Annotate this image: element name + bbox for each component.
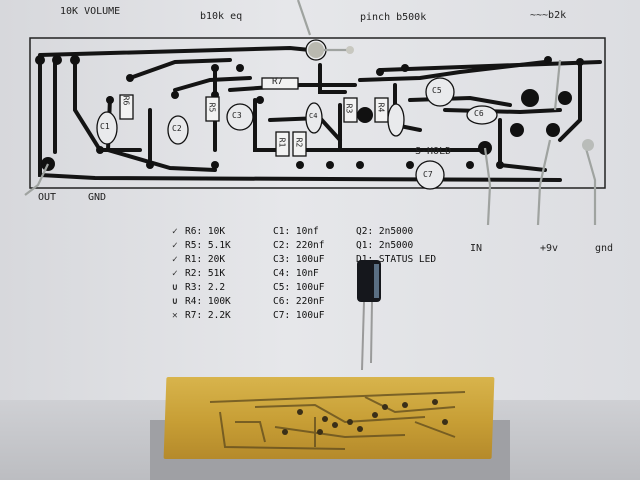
list-item: C6: 220nF xyxy=(273,296,325,307)
c3-designator: C3 xyxy=(232,111,242,120)
hookup-wires xyxy=(24,0,597,226)
list-item: C4: 10nF xyxy=(273,268,319,279)
list-item: Q1: 2n5000 xyxy=(356,240,414,251)
list-item: C7: 100uF xyxy=(273,310,325,321)
potentiometer-pads xyxy=(478,89,572,155)
list-item: ✓R5: 5.1K xyxy=(172,240,231,251)
pot-knob xyxy=(308,42,324,58)
plus9v-label: +9v xyxy=(540,243,559,254)
out-label: OUT xyxy=(38,192,57,203)
list-item: C3: 100uF xyxy=(273,254,325,265)
c2-designator: C2 xyxy=(172,124,182,133)
r3-designator: R3 xyxy=(344,103,354,114)
pinch-label: pinch b500k xyxy=(360,12,427,23)
capacitor-list: C1: 10nf C2: 220nf C3: 100uF C4: 10nF C5… xyxy=(273,225,324,323)
s-hold-label: S-HOLD xyxy=(415,146,452,157)
volume-label: 10K VOLUME xyxy=(60,6,121,17)
electrolytic-capacitor xyxy=(357,260,381,371)
board-outline xyxy=(29,37,606,189)
list-item: ∪R3: 2.2 xyxy=(172,282,226,293)
r2-designator: R2 xyxy=(294,137,304,148)
c1-designator: C1 xyxy=(100,122,110,131)
r5-designator: R5 xyxy=(207,102,217,113)
in-label: IN xyxy=(470,243,483,254)
c6-designator: C6 xyxy=(474,109,484,118)
r7-designator: R7 xyxy=(272,77,283,87)
list-item: D1: STATUS LED xyxy=(356,254,437,265)
eq-label: b10k eq xyxy=(200,11,243,22)
list-item: ✕R7: 2.2K xyxy=(172,310,231,321)
etched-pcb-traces xyxy=(209,391,466,450)
resistor-bodies xyxy=(119,77,389,157)
list-item: Q2: 2n5000 xyxy=(356,226,414,237)
list-item: ∪R4: 100K xyxy=(172,296,231,307)
semiconductor-list: Q2: 2n5000 Q1: 2n5000 D1: STATUS LED xyxy=(356,225,436,267)
r1-designator: R1 xyxy=(277,137,287,148)
c7-designator: C7 xyxy=(423,170,433,179)
gnd-left-label: GND xyxy=(88,192,107,203)
top-right-label: ~~~b2k xyxy=(530,10,567,21)
list-item: C2: 220nf xyxy=(273,240,325,251)
r4-designator: R4 xyxy=(376,102,386,113)
c4-designator: C4 xyxy=(309,112,318,120)
resistor-list: ✓R6: 10K ✓R5: 5.1K ✓R1: 20K ✓R2: 51K ∪R3… xyxy=(172,225,231,323)
c5-designator: C5 xyxy=(432,86,442,95)
list-item: ✓R2: 51K xyxy=(172,268,226,279)
gnd-right-label: gnd xyxy=(595,243,614,254)
r6-designator: R6 xyxy=(121,95,131,106)
list-item: ✓R6: 10K xyxy=(172,226,226,237)
solder-pads xyxy=(35,55,584,171)
list-item: ✓R1: 20K xyxy=(172,254,226,265)
led-footprint xyxy=(357,107,373,123)
list-item: C5: 100uF xyxy=(273,282,325,293)
list-item: C1: 10nf xyxy=(273,226,319,237)
